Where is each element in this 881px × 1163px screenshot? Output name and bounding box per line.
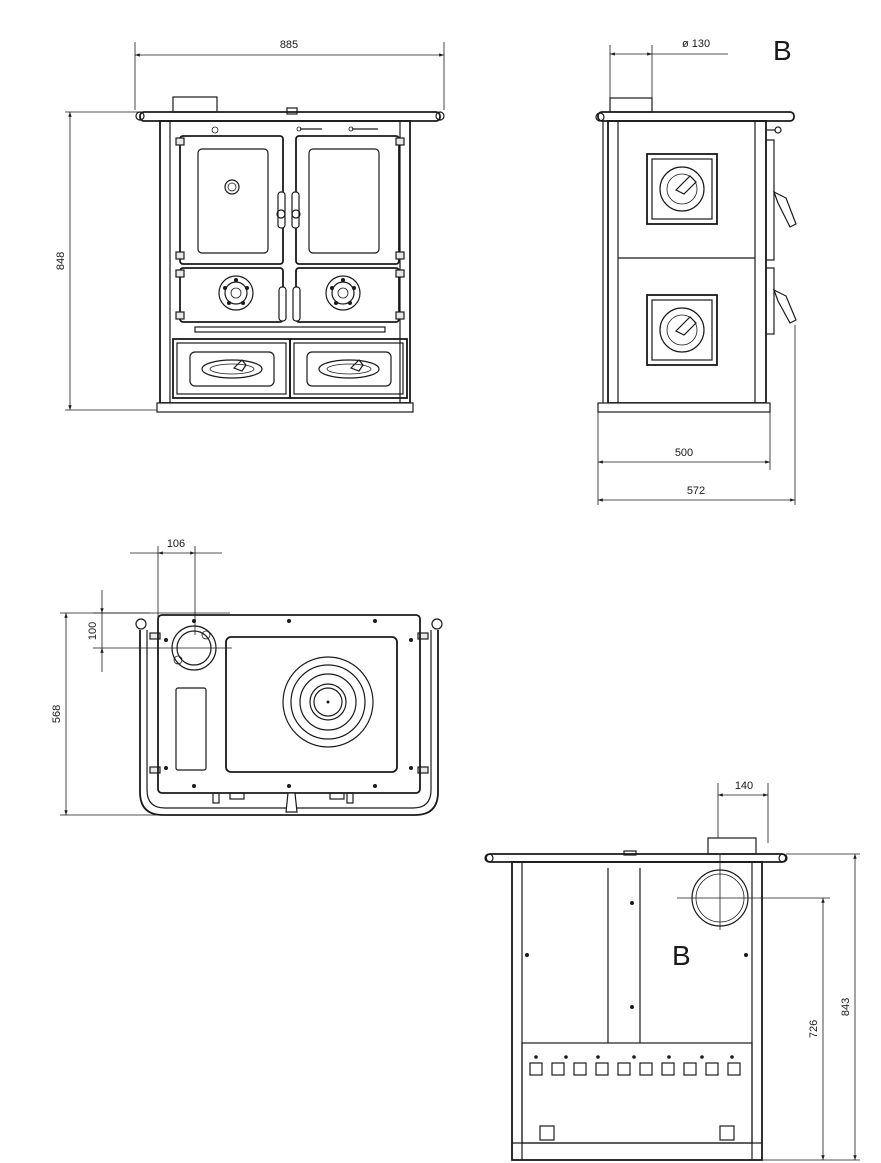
- flue-collar-front: [172, 96, 218, 113]
- side-depth-dimension-outer: 572: [687, 485, 705, 497]
- front-width-dimension: 885: [280, 39, 298, 51]
- rear-total-height-dimension: 843: [840, 998, 852, 1016]
- front-view: 885 848: [55, 39, 445, 413]
- flue-collar-rear: [707, 837, 757, 855]
- front-height-dimension: 848: [55, 252, 67, 270]
- top-offset-y-dimension: 100: [87, 622, 99, 640]
- rear-flue-width-dimension: 140: [735, 780, 753, 792]
- top-depth-dimension: 568: [51, 705, 63, 723]
- side-depth-dimension-inner: 500: [675, 447, 693, 459]
- guard-rail: [139, 630, 439, 816]
- top-view: 106 100 568: [51, 538, 443, 816]
- top-offset-x-dimension: 106: [167, 538, 185, 550]
- air-regulator-right: [325, 275, 361, 311]
- drawer-emblem-left: [189, 351, 275, 387]
- side-panel-emblem-lower: [646, 294, 718, 366]
- drawer-emblem-right: [306, 351, 392, 387]
- hotplate-rings: [282, 656, 374, 748]
- rear-flue-height-dimension: 726: [808, 1020, 820, 1038]
- air-regulator-left: [218, 275, 254, 311]
- stove-body-side: [607, 120, 767, 404]
- rear-view-marker: B: [672, 940, 691, 971]
- side-view-marker: B: [773, 35, 792, 66]
- side-handle-upper: [772, 190, 797, 228]
- rear-view: 140 B: [484, 780, 860, 1161]
- side-handle-lower: [772, 288, 797, 324]
- oven-door-handle-front: [276, 191, 301, 229]
- flue-collar-side: [609, 97, 653, 113]
- side-panel-emblem-upper: [646, 153, 718, 225]
- cooktop-plate: [157, 614, 421, 794]
- flue-diameter-dimension: ø 130: [682, 38, 710, 50]
- stove-body-rear: [511, 861, 763, 1161]
- side-view: B ø 130: [595, 35, 797, 505]
- rear-vent-slots: [529, 1055, 741, 1076]
